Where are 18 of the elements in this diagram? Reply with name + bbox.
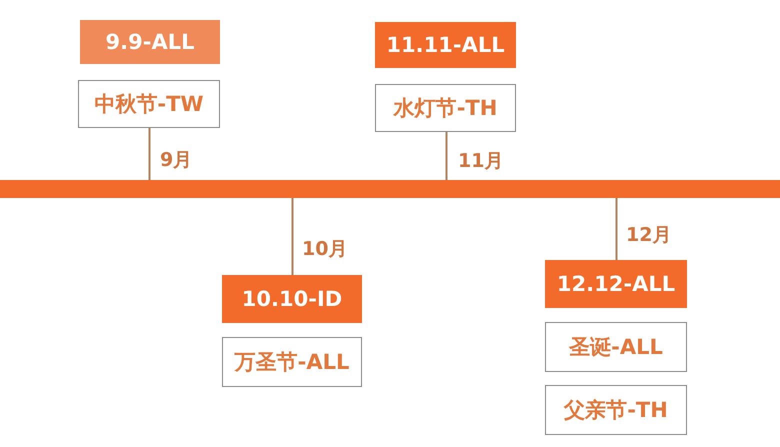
- connector-line: [616, 198, 618, 260]
- date-box: 11.11-ALL: [375, 22, 516, 68]
- festival-box: 圣诞-ALL: [545, 322, 687, 372]
- festival-box: 中秋节-TW: [78, 80, 220, 128]
- festival-box: 万圣节-ALL: [222, 337, 362, 387]
- date-box: 9.9-ALL: [80, 20, 220, 64]
- date-box: 10.10-ID: [222, 275, 362, 323]
- month-label: 10月: [302, 237, 348, 262]
- timeline-bar: [0, 180, 780, 198]
- date-box: 12.12-ALL: [545, 260, 687, 308]
- month-label: 9月: [160, 148, 192, 173]
- connector-line: [292, 198, 294, 275]
- connector-line: [148, 128, 150, 180]
- month-label: 12月: [626, 223, 672, 248]
- month-label: 11月: [458, 149, 504, 174]
- festival-box: 水灯节-TH: [375, 84, 516, 132]
- connector-line: [446, 132, 448, 180]
- festival-box: 父亲节-TH: [545, 385, 687, 435]
